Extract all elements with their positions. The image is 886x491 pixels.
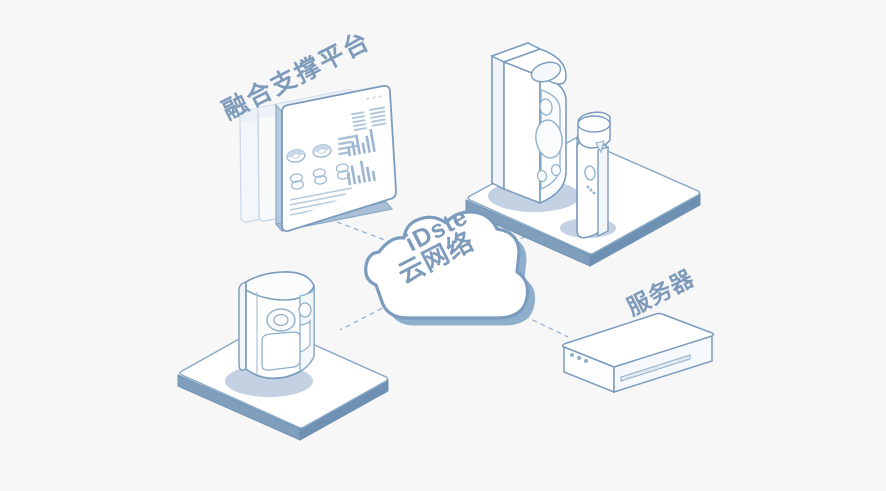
pillar-device[interactable]	[576, 111, 611, 239]
device-platform-bottom[interactable]	[177, 271, 389, 441]
rounded-terminal-device[interactable]	[238, 271, 315, 380]
server-drive-slot	[620, 354, 691, 382]
terminal-keypad-panel	[261, 331, 301, 371]
kiosk-button-right-icon	[550, 163, 562, 177]
platform-card-front[interactable]	[274, 84, 397, 233]
terminal-sensor-icon	[298, 302, 312, 318]
kiosk-top-lens	[530, 61, 562, 83]
dashboard-gauges	[289, 163, 351, 190]
kiosk-device[interactable]	[490, 41, 567, 205]
kiosk-small-lens-icon	[539, 98, 553, 116]
cloud-shape	[364, 210, 530, 320]
pillar-indicator-dots	[586, 185, 596, 195]
device-platform-top[interactable]	[465, 41, 701, 267]
kiosk-screen-icon	[535, 119, 563, 159]
server-box-node[interactable]	[561, 312, 715, 394]
server-led-indicators	[570, 353, 588, 363]
platform-cards-node[interactable]	[239, 84, 397, 233]
terminal-side-slot	[299, 319, 311, 353]
kiosk-button-left-icon	[536, 169, 548, 183]
dashboard-bar-charts	[346, 128, 376, 186]
dashboard-list-rows	[351, 106, 389, 132]
terminal-lens-inner-icon	[273, 313, 289, 327]
terminal-top-cap	[245, 271, 315, 301]
pillar-lens-icon	[584, 165, 596, 181]
cloud-node[interactable]: iDste 云网络	[364, 202, 535, 326]
